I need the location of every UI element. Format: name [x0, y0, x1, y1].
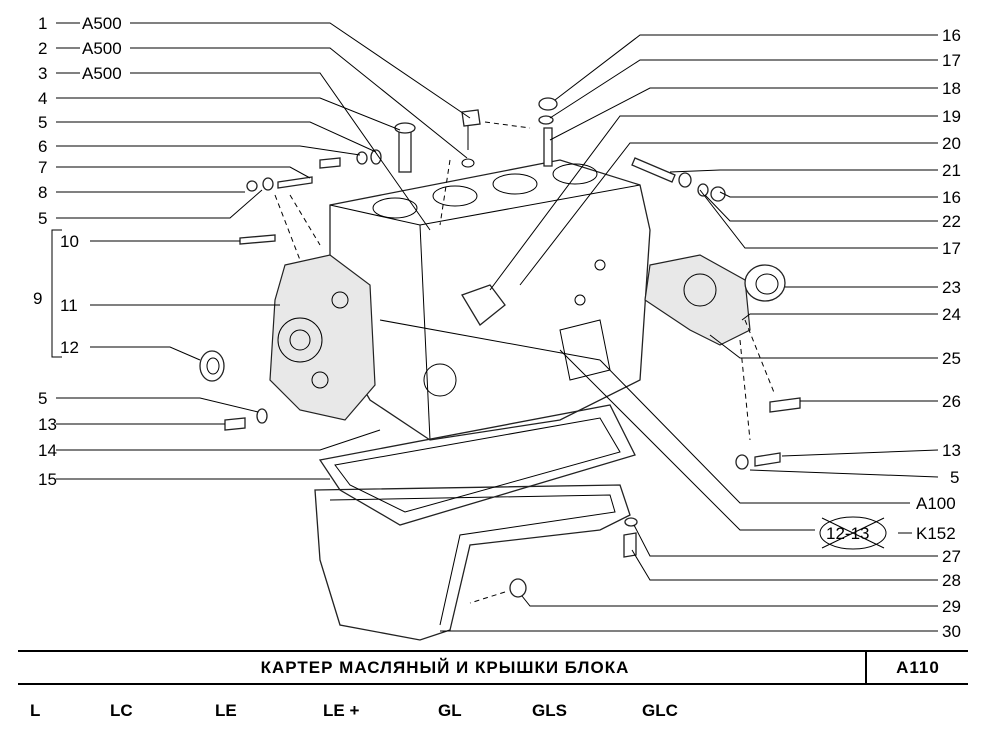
- oil-seal-23-illustration: [744, 264, 786, 302]
- callout-28-number: 28: [942, 571, 961, 590]
- callout-10-number: 10: [60, 232, 79, 251]
- callout-16-number: 16: [942, 26, 961, 45]
- assembly-arrows: [274, 121, 776, 604]
- callout-3-code: A500: [82, 64, 122, 83]
- trim-le: LE: [215, 701, 237, 720]
- callout-23-number: 23: [942, 278, 961, 297]
- callout-27-number: 27: [942, 547, 961, 566]
- trim-l: L: [30, 701, 40, 720]
- callout-19-number: 19: [942, 107, 961, 126]
- callout-15-number: 15: [38, 470, 57, 489]
- callout-21-number: 21: [942, 161, 961, 180]
- trim-gls: GLS: [532, 701, 567, 720]
- callout-2-code: A500: [82, 39, 122, 58]
- right-callouts: 16 17 18 19 20 21 16 22 17 23 24 25 26 1…: [819, 26, 961, 641]
- callout-22-number: 22: [942, 212, 961, 231]
- trim-gl: GL: [438, 701, 462, 720]
- title-bar: КАРТЕР МАСЛЯНЫЙ И КРЫШКИ БЛОКА A110: [18, 650, 968, 685]
- crossed-reference: 12-13: [819, 516, 887, 550]
- callout-29-number: 29: [942, 597, 961, 616]
- front-cover-illustration: [269, 254, 376, 421]
- callout-26-number: 26: [942, 392, 961, 411]
- callout-5b-number: 5: [38, 209, 47, 228]
- callout-3-number: 3: [38, 64, 47, 83]
- callout-13-number: 13: [38, 415, 57, 434]
- callout-16b-number: 16: [942, 188, 961, 207]
- trim-lc: LC: [110, 701, 133, 720]
- trim-levels: L LC LE LE + GL GLS GLC: [30, 701, 678, 720]
- callout-5-number: 5: [38, 113, 47, 132]
- callout-20-number: 20: [942, 134, 961, 153]
- reference-k152: K152: [916, 524, 956, 543]
- rear-cover-illustration: [644, 254, 751, 346]
- reference-a100: A100: [916, 494, 956, 513]
- callout-1-number: 1: [38, 14, 47, 33]
- callout-13b-number: 13: [942, 441, 961, 460]
- callout-4-number: 4: [38, 89, 47, 108]
- callout-2-number: 2: [38, 39, 47, 58]
- group-9-label: 9: [33, 289, 42, 308]
- callout-17-number: 17: [942, 51, 961, 70]
- oil-pan-illustration: [314, 404, 636, 641]
- callout-11-number: 11: [60, 296, 78, 315]
- trim-glc: GLC: [642, 701, 678, 720]
- page-title: КАРТЕР МАСЛЯНЫЙ И КРЫШКИ БЛОКА: [261, 658, 630, 677]
- callout-6-number: 6: [38, 137, 47, 156]
- callout-5c-number: 5: [38, 389, 47, 408]
- callout-17b-number: 17: [942, 239, 961, 258]
- callout-30-number: 30: [942, 622, 961, 641]
- callout-7-number: 7: [38, 158, 47, 177]
- crossed-reference-label: 12-13: [826, 524, 869, 543]
- left-callouts: 1 A500 2 A500 3 A500 4 5 6 7 8 5 10 9 11…: [33, 14, 122, 489]
- trim-le-plus: LE +: [323, 701, 359, 720]
- callout-12-number: 12: [60, 338, 79, 357]
- callout-24-number: 24: [942, 305, 961, 324]
- leader-lines: [51, 22, 939, 632]
- callout-18-number: 18: [942, 79, 961, 98]
- callout-14-number: 14: [38, 441, 57, 460]
- callout-8-number: 8: [38, 183, 47, 202]
- oil-seal-12-illustration: [199, 350, 225, 382]
- section-code: A110: [896, 658, 940, 677]
- callout-1-code: A500: [82, 14, 122, 33]
- callout-25-number: 25: [942, 349, 961, 368]
- callout-5d-number: 5: [950, 468, 959, 487]
